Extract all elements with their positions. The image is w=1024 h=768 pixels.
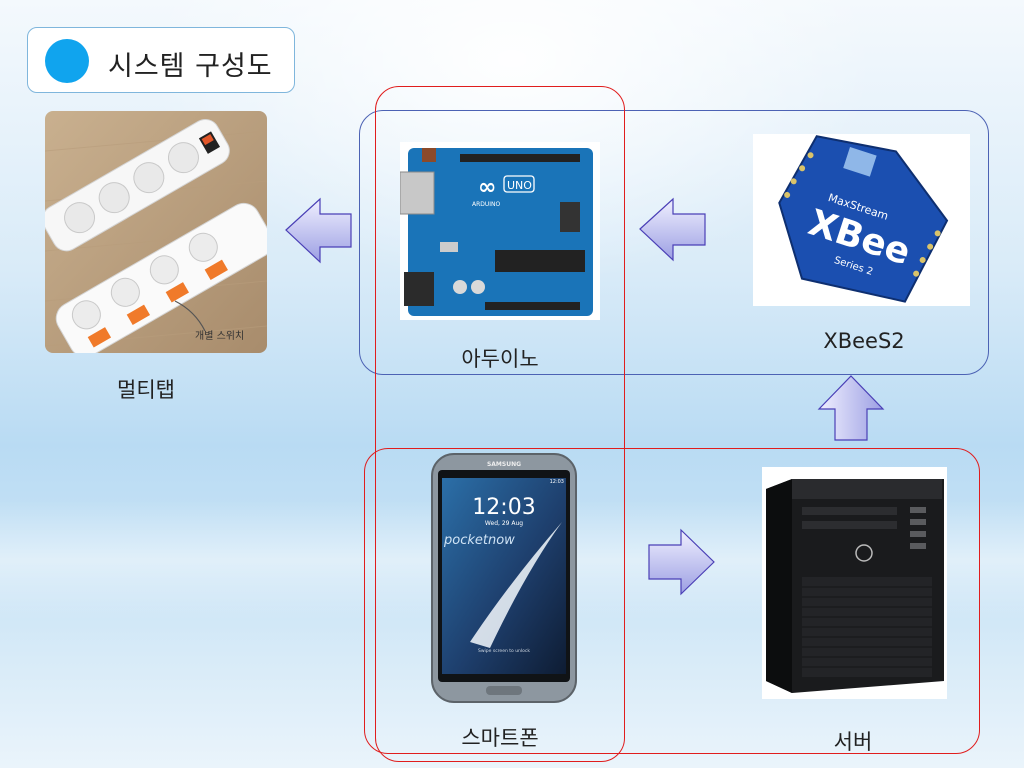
- title-box: 시스템 구성도: [27, 27, 295, 93]
- svg-text:∞: ∞: [478, 175, 496, 200]
- hp-logo-icon: [855, 544, 873, 562]
- page-title: 시스템 구성도: [108, 51, 273, 82]
- arrow-smartphone-to-server: [648, 528, 715, 596]
- multitap-label: 멀티탭: [117, 378, 175, 402]
- arduino-uno-text: UNO: [507, 179, 532, 192]
- server-image: [762, 467, 947, 699]
- arduino-brand-text: ARDUINO: [472, 201, 501, 208]
- arduino-image: ∞ UNO ARDUINO: [400, 142, 600, 320]
- server-label: 서버: [833, 730, 873, 754]
- phone-date-text: Wed, 29 Aug: [485, 520, 523, 527]
- phone-watermark-text: pocketnow: [443, 533, 515, 548]
- arrow-xbee-to-arduino: [639, 197, 706, 262]
- title-bullet-icon: [45, 39, 89, 83]
- group-frame-smartphone-server: [364, 448, 980, 754]
- arduino-label: 아두이노: [461, 347, 539, 371]
- multitap-image: 개별 스위치: [45, 111, 267, 353]
- phone-clock-text: 12:03: [472, 495, 535, 520]
- xbee-image: MaxStream XBee Series 2: [753, 134, 970, 306]
- xbee-label: XBeeS2: [823, 329, 905, 353]
- group-frame-arduino-xbee: [359, 110, 989, 375]
- group-frame-arduino-smartphone: [375, 86, 625, 762]
- phone-unlock-hint: Swipe screen to unlock: [478, 648, 530, 654]
- multitap-caption: 개별 스위치: [195, 329, 244, 342]
- smartphone-label: 스마트폰: [461, 726, 539, 750]
- arrow-server-to-xbee: [817, 375, 885, 441]
- arrow-arduino-to-multitap: [285, 197, 352, 264]
- phone-status-time: 12:03: [550, 479, 564, 485]
- smartphone-image: SAMSUNG 12:03 12:03 Wed, 29 Aug pocketno…: [430, 452, 578, 704]
- phone-brand-text: SAMSUNG: [487, 461, 521, 468]
